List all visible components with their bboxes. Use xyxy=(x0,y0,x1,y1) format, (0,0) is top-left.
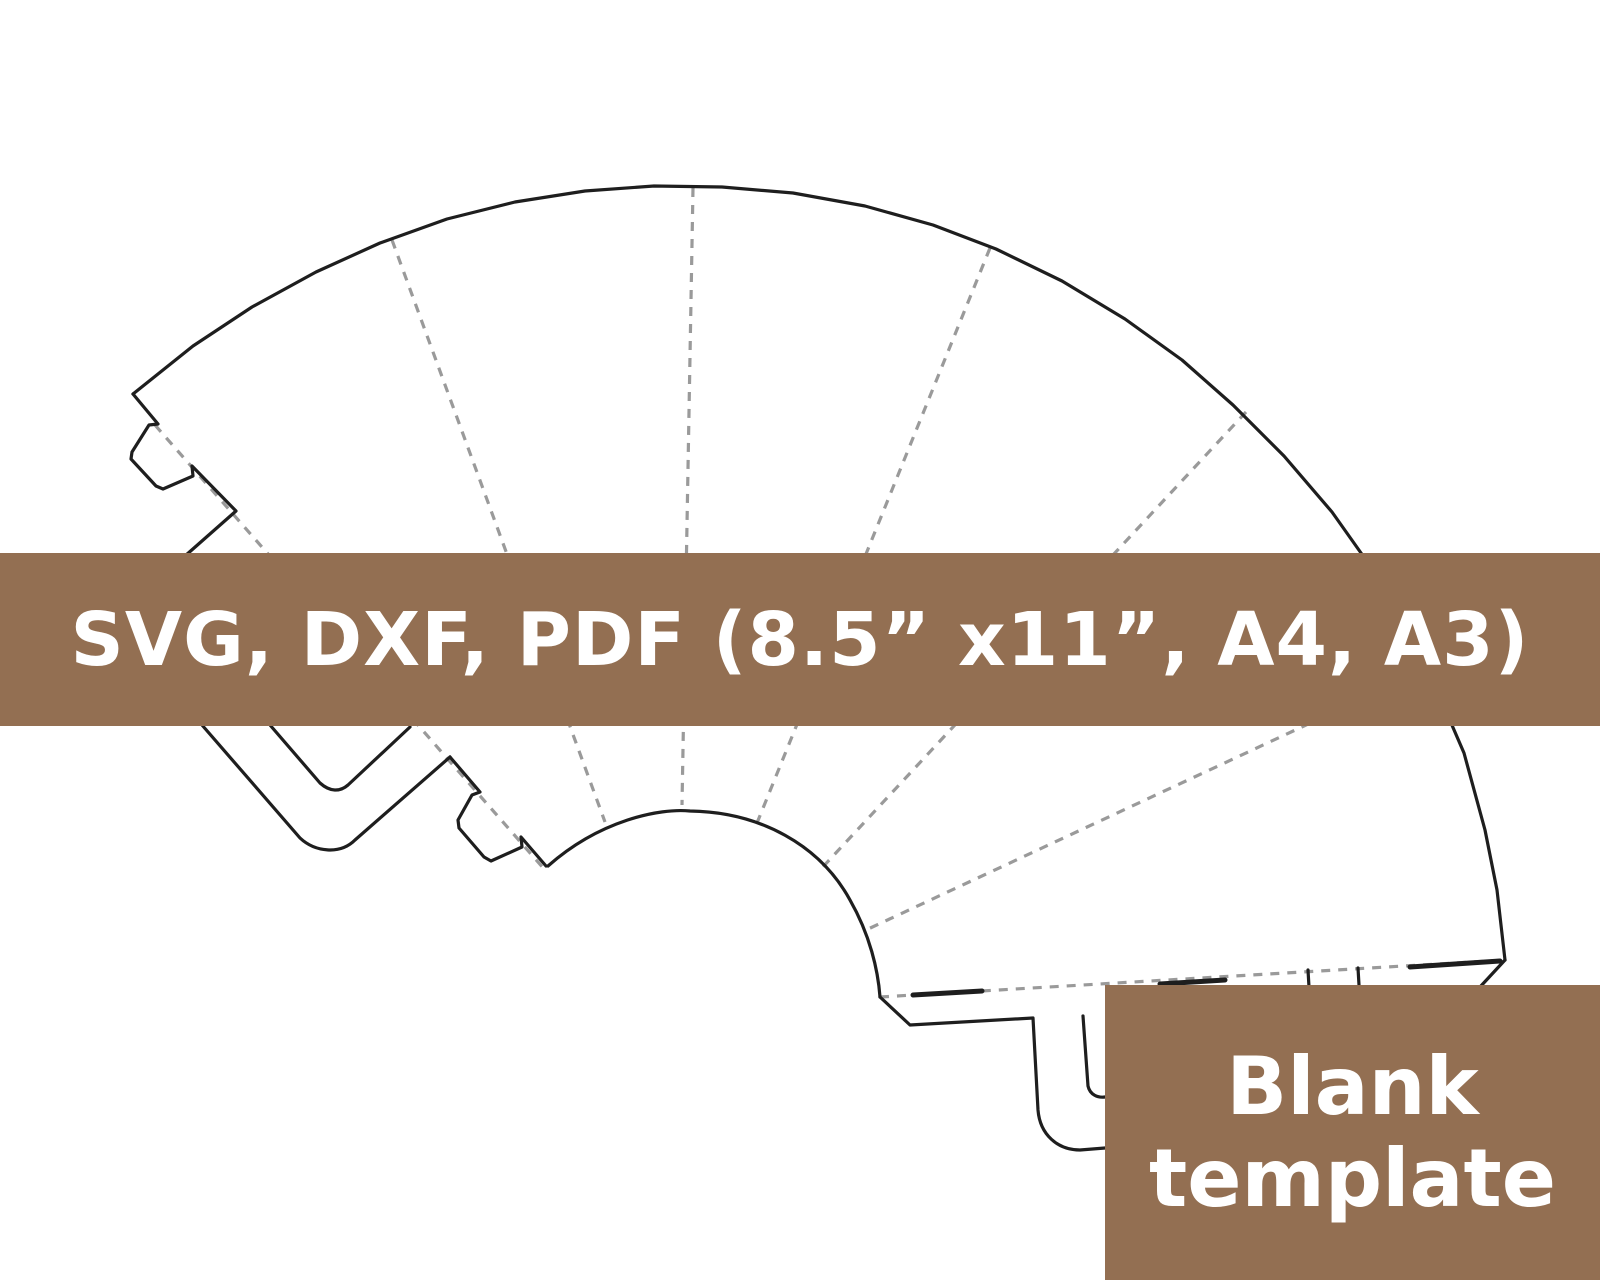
bottom-thick-segments xyxy=(910,958,1503,998)
format-banner-text: SVG, DXF, PDF (8.5” x11”, A4, A3) xyxy=(70,596,1530,683)
bottom-inner-flap-cut-line xyxy=(1081,1014,1107,1099)
bottom-left-tab-cut-line xyxy=(448,755,548,868)
blank-template-line1: Blank xyxy=(1226,1039,1479,1133)
blank-template-label: Blank template xyxy=(1105,985,1600,1280)
bottom-flap-cut-line xyxy=(878,995,1107,1152)
inner-arc-cut-line xyxy=(546,808,882,999)
lower-left-flap-cut-line xyxy=(200,723,452,852)
bottom-slot-marks xyxy=(1306,966,1361,989)
left-tab-cut-line xyxy=(129,392,238,580)
format-banner: SVG, DXF, PDF (8.5” x11”, A4, A3) xyxy=(0,553,1600,726)
blank-template-line2: template xyxy=(1148,1131,1557,1225)
inner-left-flap-cut-line xyxy=(268,723,412,792)
bottom-right-edge-cut-line xyxy=(1478,958,1507,989)
